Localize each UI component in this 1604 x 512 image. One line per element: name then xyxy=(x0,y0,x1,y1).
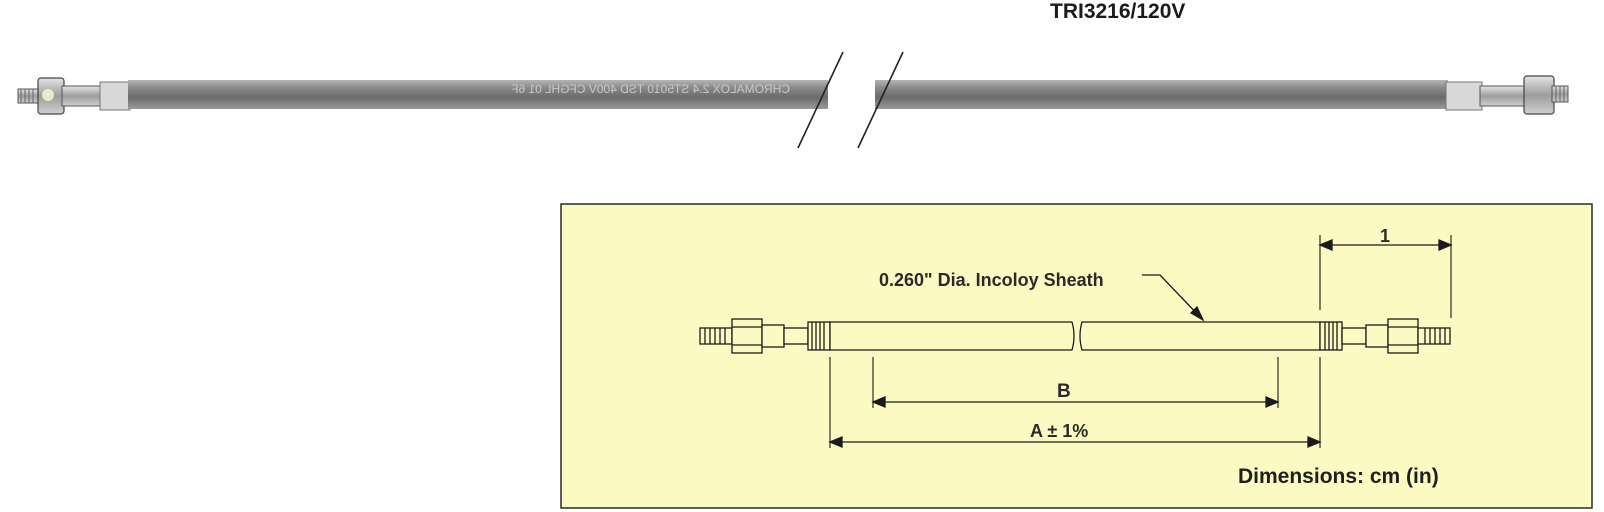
left-terminal xyxy=(17,77,131,115)
break-mark-left xyxy=(797,51,844,149)
sheath-label: 0.260" Dia. Incoloy Sheath xyxy=(879,270,1104,290)
right-terminal xyxy=(1445,75,1569,115)
element-photo: CHROMALOX 2.4 ST5010 TSD 400V CFGHL 01 6… xyxy=(17,51,1569,149)
product-title: TRI3216/120V xyxy=(1050,0,1186,23)
dim-a-label: A ± 1% xyxy=(1030,421,1088,441)
extension-lines xyxy=(829,235,1452,448)
rod-left xyxy=(128,80,828,109)
units-note: Dimensions: cm (in) xyxy=(1238,465,1439,488)
dim-b-label: B xyxy=(1057,381,1071,402)
diagram-panel xyxy=(560,203,1593,509)
dim-1-label: 1 xyxy=(1380,226,1390,246)
rod-right xyxy=(875,80,1448,109)
sheath-print: CHROMALOX 2.4 ST5010 TSD 400V CFGHL 01 6… xyxy=(511,82,790,96)
dimension-lines xyxy=(828,239,1453,448)
break-mark-right xyxy=(857,51,904,149)
element-drawing xyxy=(699,318,1451,354)
